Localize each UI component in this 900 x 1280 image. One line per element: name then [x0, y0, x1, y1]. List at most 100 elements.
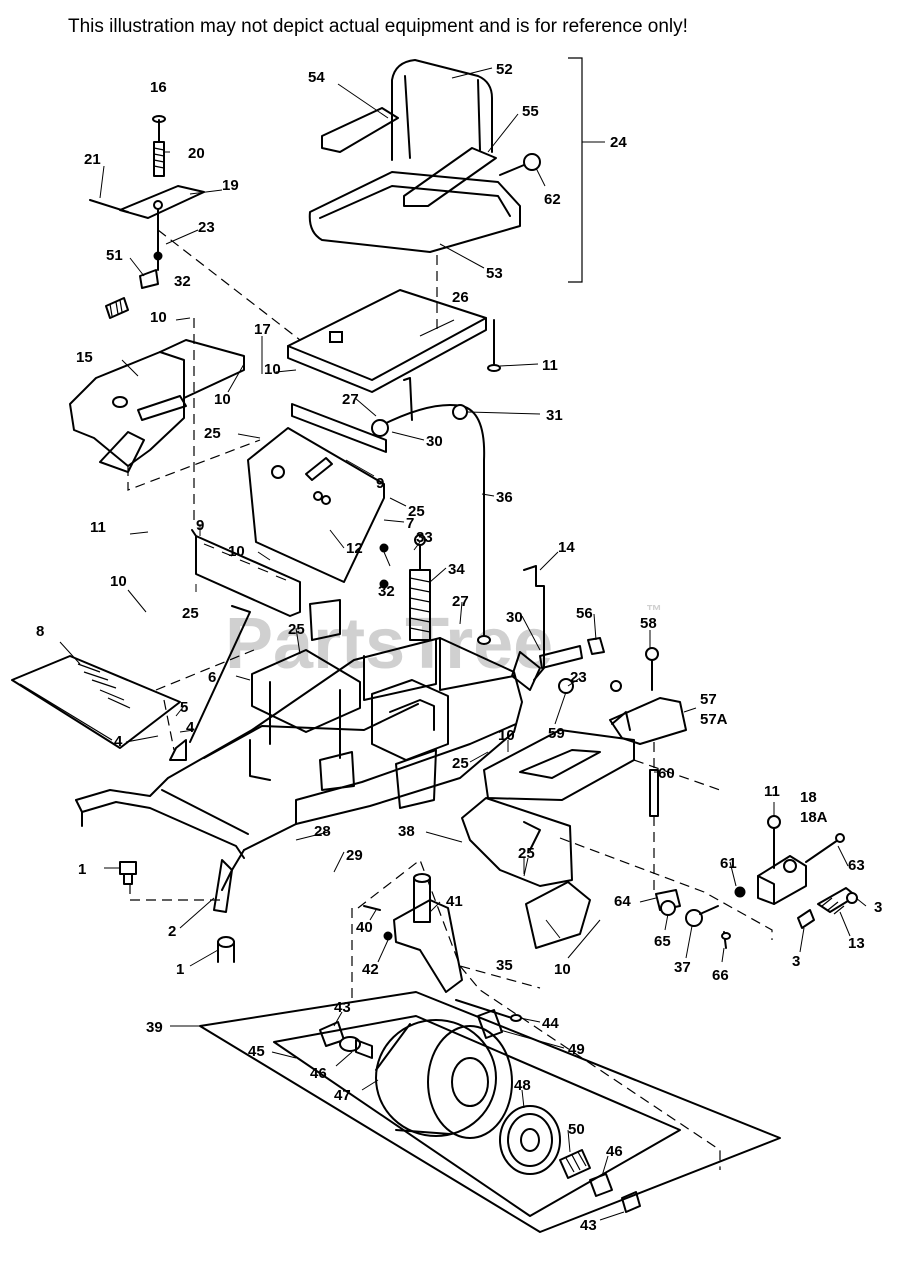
callout-45: 45	[248, 1043, 265, 1060]
axle-bracket[interactable]	[363, 873, 463, 993]
seat-armrest-right[interactable]	[403, 147, 497, 207]
seat-cushion[interactable]	[308, 171, 521, 253]
drive-lever[interactable]	[511, 565, 583, 694]
callout-16: 16	[150, 79, 167, 96]
callout-30-a: 30	[426, 433, 443, 450]
callout-60: 60	[658, 765, 675, 782]
callout-3-b: 3	[792, 953, 800, 970]
callout-51: 51	[106, 247, 123, 264]
callout-10-g: 10	[554, 961, 571, 978]
hinge-bracket-lower[interactable]	[191, 529, 301, 617]
callout-43-b: 43	[580, 1217, 597, 1234]
callout-15: 15	[76, 349, 93, 366]
callout-10-e: 10	[110, 573, 127, 590]
callout-62: 62	[544, 191, 561, 208]
footrest-plate[interactable]	[11, 655, 181, 749]
rod-60[interactable]	[649, 769, 659, 817]
callout-10-a: 10	[150, 309, 167, 326]
callout-10-b: 10	[264, 361, 281, 378]
callout-32-upper: 32	[174, 273, 191, 290]
callout-21: 21	[84, 151, 101, 168]
disclaimer-text: This illustration may not depict actual …	[68, 16, 688, 37]
callout-23-b: 23	[570, 669, 587, 686]
callout-32-b: 32	[378, 583, 395, 600]
seat-armrest-left[interactable]	[321, 107, 399, 153]
callout-39: 39	[146, 1019, 163, 1036]
callout-8: 8	[36, 623, 44, 640]
tire[interactable]	[375, 1019, 513, 1139]
seat-pan[interactable]	[287, 289, 501, 393]
callout-53: 53	[486, 265, 503, 282]
callout-52: 52	[496, 61, 513, 78]
callout-7: 7	[406, 515, 414, 532]
callout-27-a: 27	[342, 391, 359, 408]
callout-5: 5	[180, 699, 188, 716]
callout-31: 31	[546, 407, 563, 424]
callout-23-upper: 23	[198, 219, 215, 236]
callout-47: 47	[334, 1087, 351, 1104]
axle-bolt[interactable]	[455, 999, 513, 1019]
wheel-rim[interactable]	[499, 1105, 561, 1175]
callout-10-c: 10	[214, 391, 231, 408]
callout-27-b: 27	[452, 593, 469, 610]
callout-25-a: 25	[204, 425, 221, 442]
seat-assembly[interactable]	[308, 59, 541, 253]
seat-back[interactable]	[391, 59, 493, 161]
watermark-text: PartsTree	[225, 604, 553, 684]
caster-bushing[interactable]	[217, 936, 235, 948]
callout-34: 34	[448, 561, 465, 578]
mount-bracket-57[interactable]	[587, 637, 687, 745]
callout-9-b: 9	[196, 517, 204, 534]
caster-fork[interactable]	[213, 859, 233, 913]
spacer-49[interactable]	[477, 1009, 503, 1039]
callout-11-a: 11	[542, 357, 558, 374]
callout-42: 42	[362, 961, 379, 978]
callout-25-e: 25	[452, 755, 469, 772]
callout-57: 57	[700, 691, 717, 708]
callout-55: 55	[522, 103, 539, 120]
bolt-1[interactable]	[119, 861, 137, 885]
callout-20: 20	[188, 145, 205, 162]
callout-48: 48	[514, 1077, 531, 1094]
fender-left[interactable]	[69, 339, 245, 473]
callout-18: 18	[800, 789, 817, 806]
callout-1-a: 1	[78, 861, 86, 878]
callout-25-b: 25	[408, 503, 425, 520]
callout-36: 36	[496, 489, 513, 506]
callout-30-b: 30	[506, 609, 523, 626]
callout-28: 28	[314, 823, 331, 840]
callout-labels: 16 20 21 19 23 51 32 54 52 55 24 62 53 2…	[36, 61, 882, 1234]
callout-65: 65	[654, 933, 671, 950]
callout-12: 12	[346, 540, 363, 557]
callout-14: 14	[558, 539, 575, 556]
callout-33: 33	[416, 529, 433, 546]
seat-knob[interactable]	[523, 153, 541, 171]
body-panel[interactable]	[247, 403, 387, 583]
callout-2: 2	[168, 923, 176, 940]
callout-64: 64	[614, 893, 631, 910]
bracket-18[interactable]	[757, 815, 845, 905]
callout-3-a: 3	[874, 899, 882, 916]
plate-35[interactable]	[525, 881, 591, 949]
leader-lines	[59, 67, 867, 1221]
callout-18a: 18A	[800, 809, 828, 826]
callout-57a: 57A	[700, 711, 728, 728]
callout-10-d: 10	[228, 543, 245, 560]
callout-13: 13	[848, 935, 865, 952]
callout-1-b: 1	[176, 961, 184, 978]
callout-37: 37	[674, 959, 691, 976]
callout-41: 41	[446, 893, 463, 910]
callout-25-f: 25	[518, 845, 535, 862]
bearings[interactable]	[319, 1021, 641, 1213]
callout-19: 19	[222, 177, 239, 194]
watermark-tm: ™	[646, 603, 662, 620]
chassis-frame[interactable]	[75, 599, 523, 891]
wheel-assembly-box[interactable]	[199, 991, 781, 1233]
callout-56: 56	[576, 605, 593, 622]
callout-25-c: 25	[182, 605, 199, 622]
seat-assembly-bracket	[568, 57, 583, 283]
callout-58: 58	[640, 615, 657, 632]
callout-59: 59	[548, 725, 565, 742]
callout-11-b: 11	[90, 519, 106, 536]
